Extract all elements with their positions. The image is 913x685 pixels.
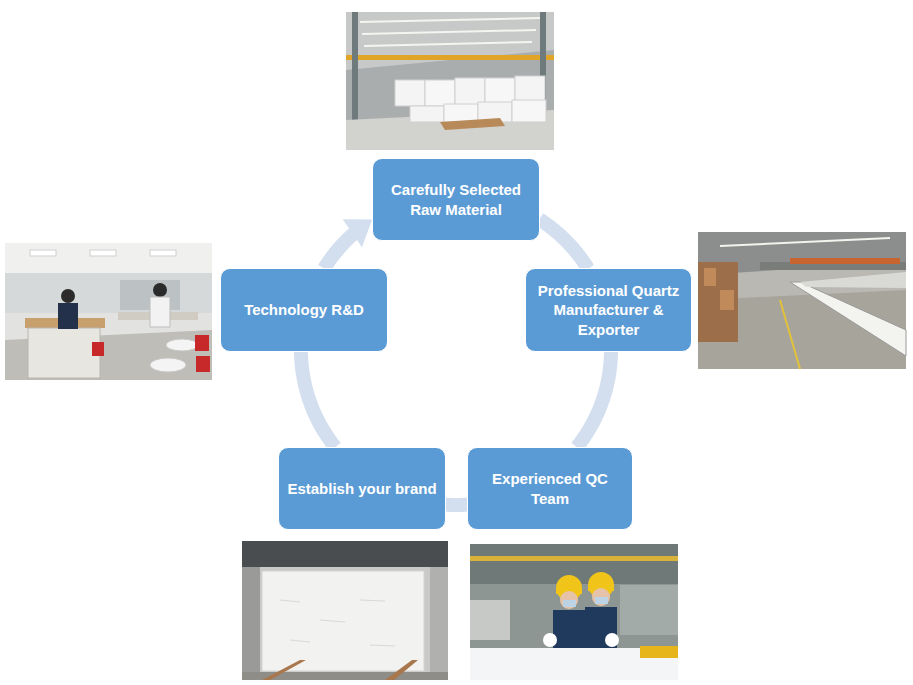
process-box: Establish your brand [278,447,446,530]
box-label: Technology R&D [244,300,364,320]
cycle-arrow [324,219,372,268]
ring-segment [577,351,611,447]
process-box: Carefully Selected Raw Material [372,158,540,241]
warehouse-photo [346,12,554,150]
cycle-arrow [577,351,611,447]
cycle-arrow [539,219,588,269]
process-box: Professional Quartz Manufacturer & Expor… [525,268,692,352]
cycle-arrow [301,351,335,447]
qc-team-photo [470,544,678,680]
ring-segment [539,219,588,269]
production-line-photo [698,232,906,369]
box-label: Professional Quartz Manufacturer & Expor… [533,281,684,340]
slab-photo [242,541,448,680]
ring-segment [446,498,468,512]
process-box: Technology R&D [220,268,388,352]
arrow-head [343,219,372,247]
box-label: Experienced QC Team [475,469,625,508]
cycle-arrow [446,504,468,505]
box-label: Establish your brand [287,479,436,499]
ring-segment [301,351,335,447]
box-label: Carefully Selected Raw Material [380,180,532,219]
ring-segment [324,234,354,269]
process-box: Experienced QC Team [467,447,633,530]
lab-photo [5,243,212,380]
